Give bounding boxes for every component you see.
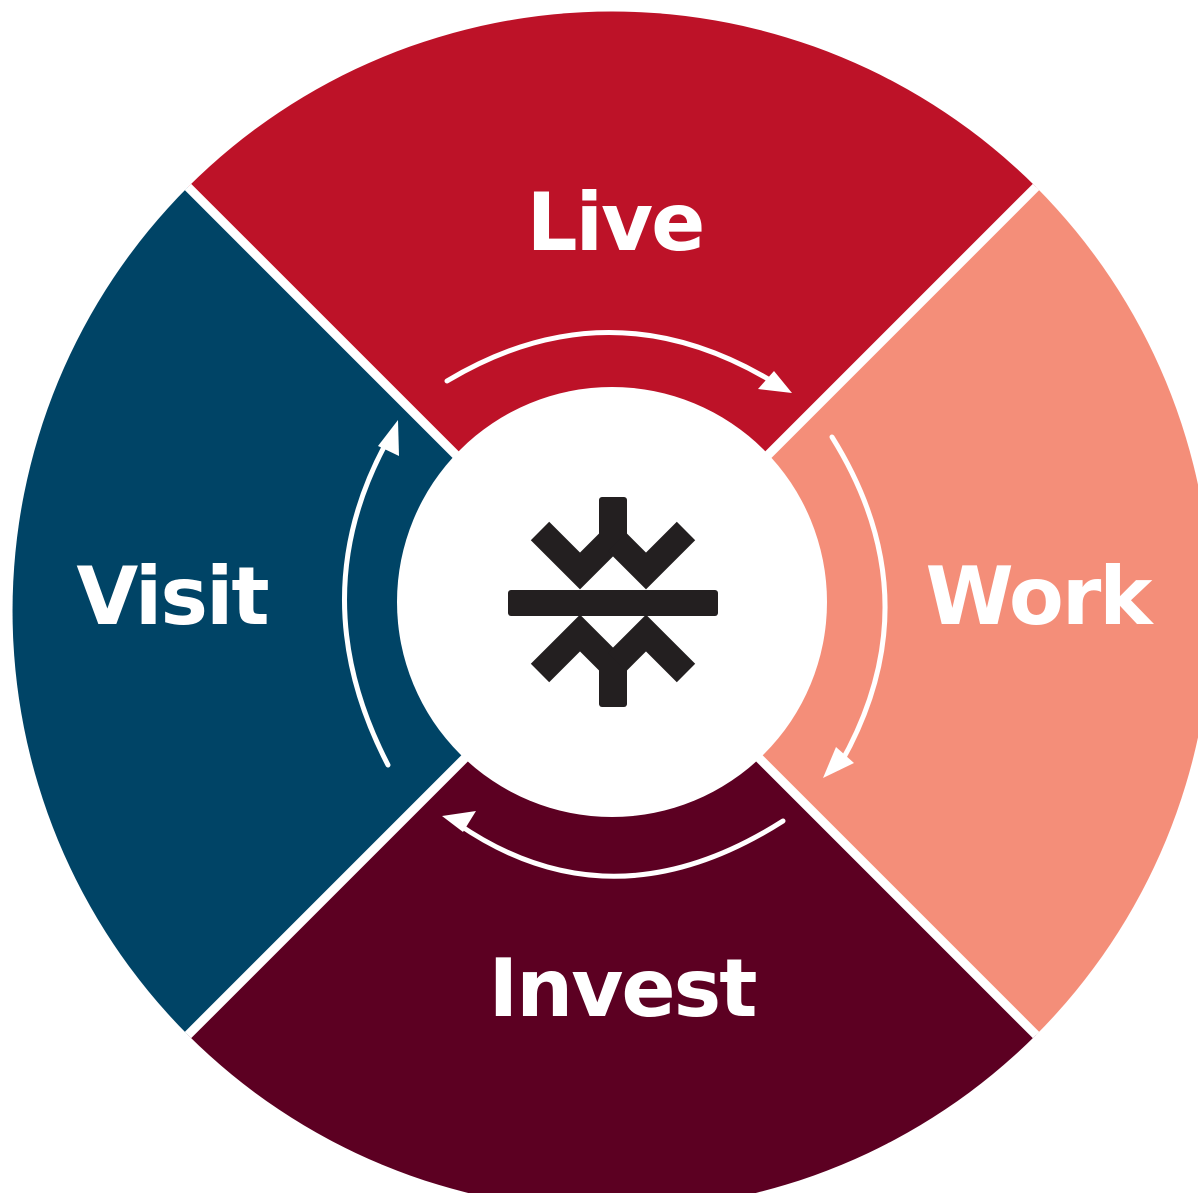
label-live: Live: [527, 176, 704, 269]
arrow-work-to-invest-icon: [829, 434, 888, 771]
arrow-heads: [378, 371, 854, 832]
segments: [12, 11, 1198, 1193]
arrowhead-live-icon: [378, 420, 399, 456]
logo-horizontal-bar: [508, 590, 718, 616]
arrowhead-invest-icon: [823, 747, 854, 778]
logo-lower-left-chevron: [530, 614, 619, 683]
segment-invest: [188, 611, 1036, 1193]
label-visit: Visit: [76, 550, 268, 643]
arrowhead-visit-icon: [442, 811, 476, 832]
arrowhead-work-icon: [758, 371, 792, 393]
logo-mark-icon: [508, 497, 718, 707]
label-work: Work: [925, 550, 1154, 643]
logo-lower-mark: [530, 614, 696, 707]
segment-live: [188, 11, 1036, 611]
logo-upper-left-chevron: [530, 521, 619, 590]
arrow-visit-to-live-icon: [342, 433, 393, 768]
segment-work: [612, 187, 1198, 1035]
cycle-arrows: [342, 330, 888, 879]
logo-lower-right-chevron: [607, 614, 696, 683]
arrow-invest-to-visit-icon: [455, 818, 786, 879]
arrow-live-to-work-icon: [444, 330, 781, 388]
logo-upper-right-chevron: [607, 521, 696, 590]
label-invest: Invest: [489, 942, 757, 1035]
segment-visit: [12, 187, 612, 1035]
logo-upper-mark: [530, 497, 696, 590]
